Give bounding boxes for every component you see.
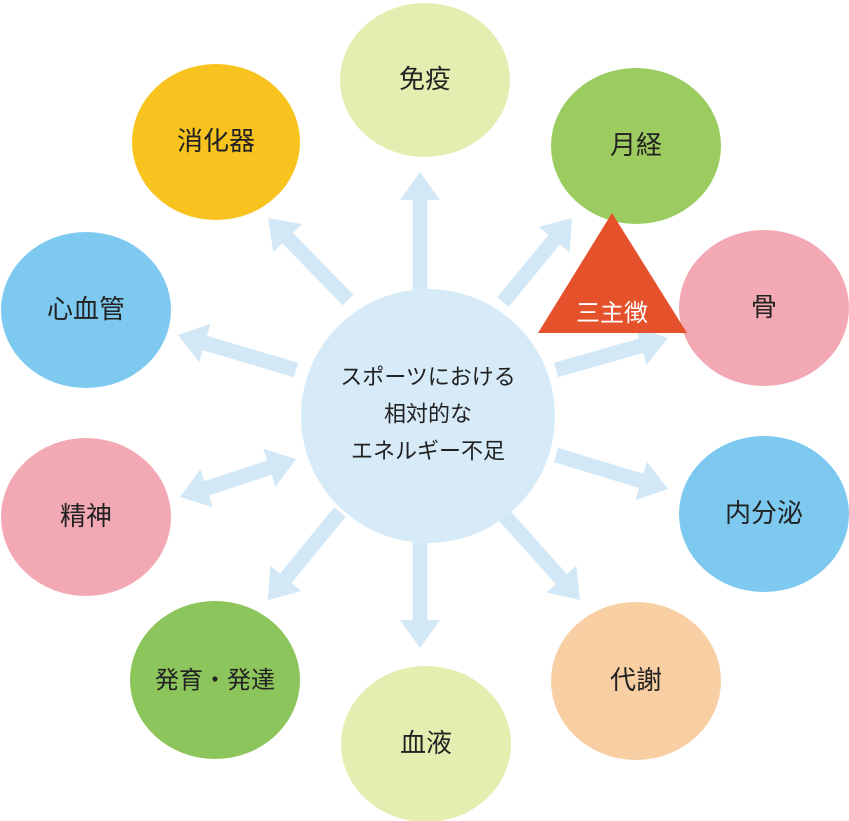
node-cardiovascular: 心血管 <box>1 232 171 388</box>
triad-triangle <box>538 213 687 333</box>
arrow-growth-development <box>268 507 346 600</box>
node-growth-development: 発育・発達 <box>130 601 300 759</box>
node-circle <box>1 438 171 596</box>
center-circle <box>301 289 555 543</box>
arrow-digestive <box>268 218 354 306</box>
arrow-bone <box>553 326 668 378</box>
arrow-metabolism <box>497 508 580 600</box>
triad-label: 三主徴 <box>576 299 648 327</box>
node-label: 精神 <box>60 502 112 532</box>
node-circle <box>340 3 510 157</box>
arrow-menstruation <box>497 218 572 307</box>
node-label: 免疫 <box>399 65 451 95</box>
node-label: 骨 <box>751 293 777 323</box>
node-metabolism: 代謝 <box>551 602 721 760</box>
node-blood: 血液 <box>341 666 511 821</box>
node-bone: 骨 <box>679 230 849 386</box>
arrow-cardiovascular <box>178 323 299 378</box>
node-circle <box>679 230 849 386</box>
node-label: 内分泌 <box>725 499 803 529</box>
arrow-blood <box>400 540 440 648</box>
arrows-group <box>178 172 668 648</box>
node-label: 発育・発達 <box>155 666 275 694</box>
node-menstruation: 月経 <box>551 68 721 224</box>
node-digestive: 消化器 <box>132 64 300 220</box>
center-label-line: エネルギー不足 <box>351 440 505 465</box>
node-label: 血液 <box>400 729 452 759</box>
arrow-mental <box>180 448 296 508</box>
arrow-immunity <box>400 172 440 290</box>
center-label-line: 相対的な <box>384 403 472 428</box>
node-immunity: 免疫 <box>340 3 510 157</box>
node-circle <box>130 601 300 759</box>
node-label: 消化器 <box>177 127 255 157</box>
center-label-line: スポーツにおける <box>340 366 516 391</box>
arrow-endocrine <box>553 447 668 501</box>
node-label: 代謝 <box>610 666 662 696</box>
triad-marker: 三主徴 <box>538 213 687 333</box>
node-circle <box>132 64 300 220</box>
node-label: 月経 <box>610 131 662 161</box>
node-label: 心血管 <box>47 295 125 325</box>
node-circle <box>679 436 849 592</box>
node-circle <box>551 68 721 224</box>
node-endocrine: 内分泌 <box>679 436 849 592</box>
node-circle <box>341 666 511 821</box>
node-circle <box>1 232 171 388</box>
node-circle <box>551 602 721 760</box>
node-mental: 精神 <box>1 438 171 596</box>
